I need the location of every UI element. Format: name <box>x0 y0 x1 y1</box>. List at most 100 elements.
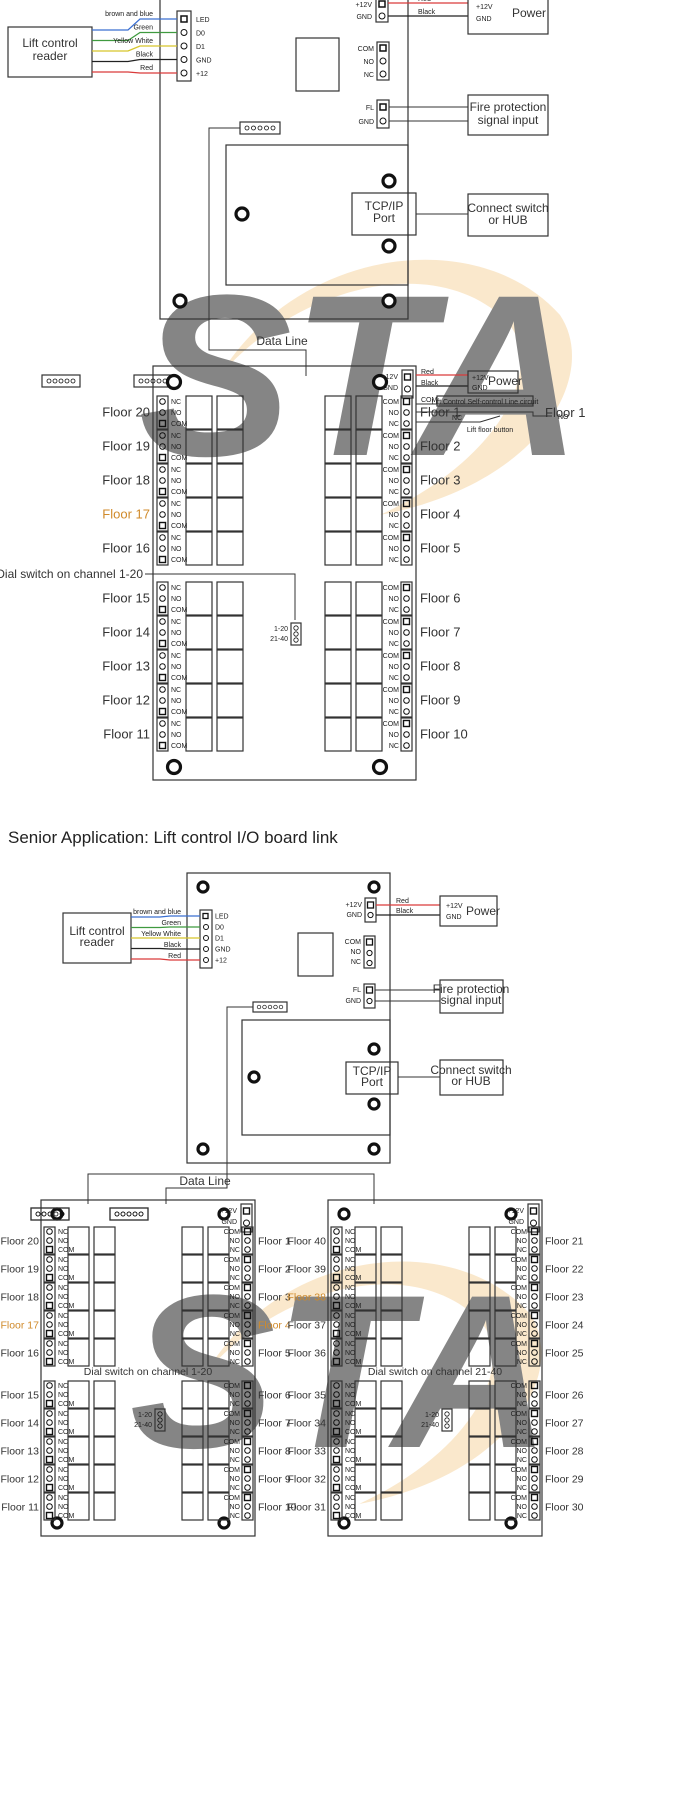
right-pin-label: NO <box>230 1392 241 1399</box>
reader-wire-label: Red <box>168 953 181 960</box>
right-pin-label: COM <box>383 433 400 440</box>
connector-pin <box>58 378 64 384</box>
power-box <box>439 895 498 927</box>
mounting-hole <box>367 1097 381 1111</box>
terminal-pin <box>403 708 410 715</box>
right-relay-terminal <box>241 1380 254 1409</box>
controller-board <box>186 872 391 1164</box>
relay <box>185 683 213 718</box>
terminal-pin <box>46 1438 53 1445</box>
terminal-pin-square <box>332 1483 341 1492</box>
terminal-pin <box>46 1237 53 1244</box>
mounting-hole <box>165 373 183 391</box>
right-pin-label: NC <box>517 1401 527 1408</box>
left-relay-terminal <box>330 1436 343 1465</box>
terminal-pin-square <box>530 1283 539 1292</box>
right-pin-label: NO <box>517 1420 528 1427</box>
watermark-swoosh <box>207 1261 542 1504</box>
data-line-cable <box>87 1173 227 1204</box>
connector-pin <box>70 378 76 384</box>
controller-chip <box>297 932 334 977</box>
controller-power-pin-label: +12V <box>355 2 372 9</box>
power-pin <box>378 12 386 20</box>
power-pin-square <box>378 0 386 8</box>
right-pin-label: NC <box>517 1513 527 1520</box>
relay <box>181 1380 204 1409</box>
left-relay-terminal <box>156 683 169 718</box>
relay-terminal <box>363 935 376 969</box>
mounting-hole <box>504 1207 518 1221</box>
floor-label: Floor 10 <box>420 727 468 742</box>
terminal-pin <box>46 1494 53 1501</box>
reader-pin-label: D1 <box>196 44 205 51</box>
dial-switch <box>154 1408 166 1432</box>
terminal-pin <box>333 1391 340 1398</box>
right-pin-label: NC <box>389 607 399 614</box>
left-pin-label: NO <box>171 410 182 417</box>
floor-label: Floor 24 <box>545 1320 584 1332</box>
left-relay-terminal <box>156 581 169 616</box>
right-pin-label: NC <box>230 1303 240 1310</box>
relay <box>216 683 244 718</box>
relay <box>93 1226 116 1255</box>
terminal-pin <box>159 534 166 541</box>
terminal-pin-square <box>243 1255 252 1264</box>
right-pin-label: COM <box>383 687 400 694</box>
connector-pin <box>270 125 276 131</box>
data-line-cable <box>227 1173 375 1204</box>
terminal-pin <box>333 1410 340 1417</box>
terminal-pin <box>46 1284 53 1291</box>
terminal-pin <box>531 1391 538 1398</box>
terminal-pin-square <box>530 1255 539 1264</box>
right-relay-terminal <box>241 1436 254 1465</box>
terminal-pin-square <box>530 1409 539 1418</box>
floor-label: Floor 2 <box>420 439 460 454</box>
reader-pin-label: GND <box>215 947 231 954</box>
relay <box>216 429 244 464</box>
floor-label: Floor 18 <box>102 473 150 488</box>
terminal-pin <box>46 1447 53 1454</box>
relay <box>324 649 352 684</box>
mounting-hole <box>196 880 210 894</box>
relay <box>207 1380 230 1409</box>
right-pin-label: COM <box>511 1411 528 1418</box>
relay-pin-label: NC <box>364 72 374 79</box>
floor-label: Floor 22 <box>545 1264 584 1276</box>
right-relay-terminal <box>400 683 413 718</box>
mounting-hole <box>381 293 397 309</box>
relay <box>207 1464 230 1493</box>
terminal-pin <box>244 1419 251 1426</box>
terminal-pin <box>46 1340 53 1347</box>
relay <box>185 649 213 684</box>
right-pin-label: COM <box>511 1257 528 1264</box>
left-pin-label: NO <box>345 1238 356 1245</box>
terminal-pin <box>531 1330 538 1337</box>
left-relay-terminal <box>43 1282 56 1311</box>
floor-label: Floor 16 <box>0 1348 39 1360</box>
left-pin-label: COM <box>58 1247 75 1254</box>
left-pin-label: NC <box>345 1285 355 1292</box>
io-power-box-label: Power <box>488 374 522 388</box>
terminal-pin <box>531 1265 538 1272</box>
terminal-pin <box>403 697 410 704</box>
terminal-pin-square <box>332 1245 341 1254</box>
terminal-pin-square <box>530 1339 539 1348</box>
left-pin-label: NC <box>345 1341 355 1348</box>
relay-pin-label: COM <box>345 939 362 946</box>
terminal-pin <box>244 1358 251 1365</box>
reader-wire <box>92 71 177 74</box>
right-relay-terminal <box>528 1282 541 1311</box>
io-data-connector <box>41 374 81 388</box>
relay <box>324 531 352 566</box>
right-pin-label: NO <box>230 1448 241 1455</box>
right-pin-label: NC <box>230 1247 240 1254</box>
relay <box>185 615 213 650</box>
dial-pin-label: 1-20 <box>425 1412 439 1419</box>
dial-pin-label: 21-40 <box>270 636 288 643</box>
relay <box>494 1254 517 1283</box>
terminal-pin <box>333 1228 340 1235</box>
relay <box>181 1226 204 1255</box>
connector-pin <box>35 1211 41 1217</box>
